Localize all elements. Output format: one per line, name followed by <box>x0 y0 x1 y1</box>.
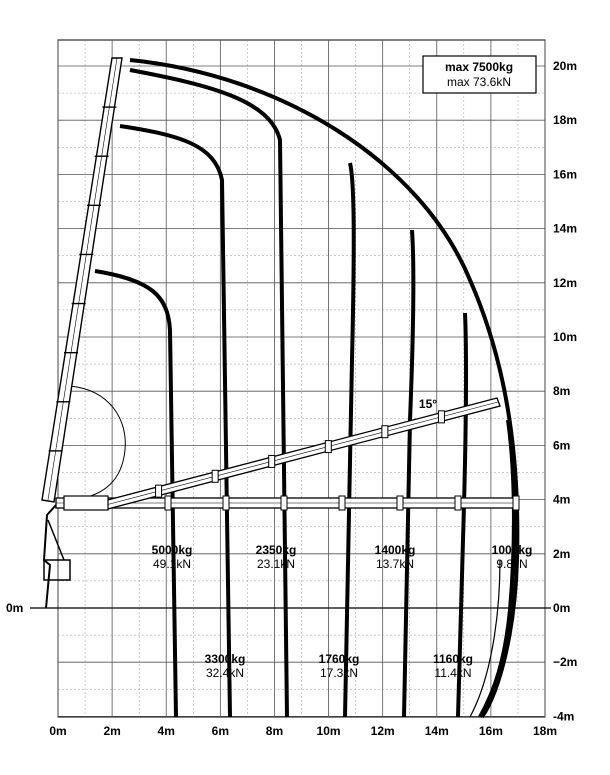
load-kg-2350: 2350kg <box>256 543 297 557</box>
load-labels: 5000kg 49.1kN 2350kg 23.1kN 1400kg 13.7k… <box>152 543 533 680</box>
load-kg-1000: 1000kg <box>492 543 533 557</box>
y-tick-label: 20m <box>553 59 577 73</box>
load-label-1160kg: 1160kg 11.4kN <box>433 652 473 680</box>
load-kg-1160: 1160kg <box>433 652 473 666</box>
y-tick-label: 6m <box>553 438 570 452</box>
boom-vertical-segments <box>48 106 117 452</box>
boom-15deg-inner <box>101 401 499 507</box>
load-kn-1760: 17.3kN <box>320 666 358 680</box>
load-kn-5000: 49.1kN <box>153 557 191 571</box>
load-label-1760kg: 1760kg 17.3kN <box>319 652 360 680</box>
boom-horizontal-joint <box>454 495 462 511</box>
load-curve-5000kg <box>94 269 178 718</box>
x-tick-label: 6m <box>212 724 229 738</box>
x-tick-label: 10m <box>317 724 341 738</box>
max-kg-label: max 7500kg <box>445 60 513 74</box>
y-tick-label: 10m <box>553 330 577 344</box>
load-kn-1400: 13.7kN <box>376 557 414 571</box>
y-tick-label: 14m <box>553 222 577 236</box>
outer-thin-curve <box>469 559 501 718</box>
boom-15deg-joint <box>437 410 445 424</box>
boom-15deg-joint <box>211 469 219 483</box>
boom-angle-label: 15° <box>419 397 437 411</box>
boom-15deg-joint <box>155 484 163 498</box>
y-tick-label: 0m <box>553 601 570 615</box>
boom-horizontal-joint <box>222 495 230 511</box>
load-curve-1400kg <box>402 229 416 718</box>
boom-vertical <box>41 57 123 503</box>
boom-horizontal-joint <box>164 495 172 511</box>
max-capacity-box: max 7500kg max 73.6kN <box>422 55 537 94</box>
boom-horizontal-joint <box>338 495 346 511</box>
load-kg-5000: 5000kg <box>152 543 193 557</box>
boom-horizontal-joint <box>280 495 288 511</box>
left-zero-label: 0m <box>6 601 23 615</box>
y-tick-label: 8m <box>553 384 570 398</box>
y-tick-label: −2m <box>553 655 577 669</box>
boom-horizontal-joint <box>512 495 520 511</box>
x-tick-label: 0m <box>49 724 66 738</box>
x-tick-label: 2m <box>103 724 120 738</box>
load-label-1000kg: 1000kg 9.8kN <box>492 543 533 571</box>
load-kn-1000: 9.8kN <box>496 557 527 571</box>
load-kn-3300: 32.4kN <box>206 666 244 680</box>
load-label-1400kg: 1400kg 13.7kN <box>375 543 416 571</box>
x-tick-label: 14m <box>425 724 449 738</box>
y-tick-label: 4m <box>553 493 570 507</box>
x-tick-label: 4m <box>158 724 175 738</box>
x-tick-label: 8m <box>266 724 283 738</box>
load-label-2350kg: 2350kg 23.1kN <box>256 543 297 571</box>
y-tick-label: 16m <box>553 167 577 181</box>
load-curves <box>94 68 516 718</box>
load-label-5000kg: 5000kg 49.1kN <box>152 543 193 571</box>
slewing-arc <box>69 385 126 501</box>
boom-15deg-segments <box>155 410 445 498</box>
x-tick-label: 16m <box>479 724 503 738</box>
y-tick-label: 2m <box>553 547 570 561</box>
boom-15deg-joint <box>324 440 332 454</box>
y-tick-label: -4m <box>553 709 574 723</box>
boom-15deg-joint <box>268 454 276 468</box>
lift-cylinder <box>47 519 65 561</box>
load-curve-1000kg <box>478 419 516 718</box>
crane-base-block <box>43 559 71 581</box>
boom-hinge <box>63 495 109 511</box>
y-tick-label: 12m <box>553 276 577 290</box>
boom-vertical-inner <box>47 57 118 501</box>
load-kn-1160: 11.4kN <box>434 666 471 680</box>
load-kg-1760: 1760kg <box>319 652 360 666</box>
y-tick-label: 18m <box>553 113 577 127</box>
x-axis-ticks: 0m 2m 4m 6m 8m 10m 12m 14m 16m 18m <box>49 724 557 738</box>
y-axis-ticks: -4m −2m 0m 2m 4m 6m 8m 10m 12m 14m 16m 18m 20m <box>553 59 577 723</box>
load-label-3300kg: 3300kg 32.4kN <box>205 652 246 680</box>
max-kn-label: max 73.6kN <box>447 75 511 89</box>
boom-horizontal-joint <box>396 495 404 511</box>
crane-structure <box>41 57 520 609</box>
load-kg-1400: 1400kg <box>375 543 416 557</box>
boom-horizontal-segments <box>164 495 520 511</box>
outer-envelope-curve <box>129 58 520 719</box>
max-box-frame <box>422 55 537 94</box>
load-curve-2350kg <box>129 68 289 718</box>
x-tick-label: 18m <box>533 724 557 738</box>
load-curve-3300kg <box>119 124 232 718</box>
load-kn-2350: 23.1kN <box>257 557 295 571</box>
x-tick-label: 12m <box>371 724 395 738</box>
boom-15deg-joint <box>381 425 389 439</box>
load-kg-3300: 3300kg <box>205 652 246 666</box>
crane-column <box>42 504 57 609</box>
load-curve-1760kg <box>343 162 356 718</box>
